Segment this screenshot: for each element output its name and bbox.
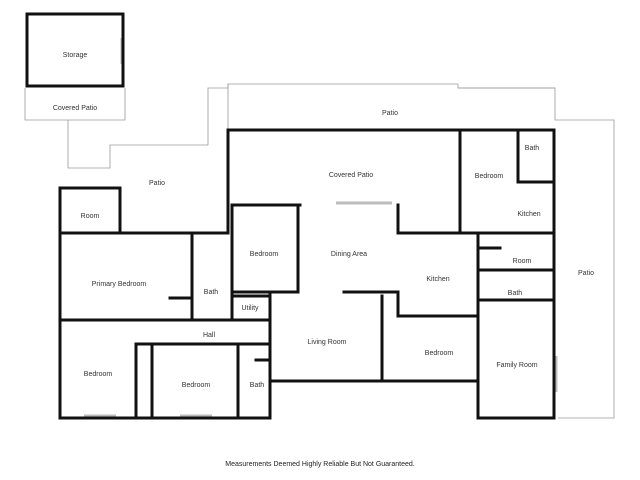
label-bedroom-mid-right: Bedroom <box>425 350 454 357</box>
room-labels: Storage Covered Patio Patio Patio Patio … <box>53 52 594 389</box>
label-bath-s: Bath <box>250 382 265 389</box>
label-kitchen-main: Kitchen <box>426 276 449 283</box>
label-bedroom-ne: Bedroom <box>475 173 504 180</box>
label-bedroom-s: Bedroom <box>182 382 211 389</box>
label-bedroom-sw: Bedroom <box>84 371 113 378</box>
label-utility: Utility <box>241 305 259 312</box>
label-dining-area: Dining Area <box>331 251 367 258</box>
label-family-room: Family Room <box>496 362 537 369</box>
label-bath-right: Bath <box>508 290 523 297</box>
disclaimer-text: Measurements Deemed Highly Reliable But … <box>225 461 415 468</box>
label-room-small-left: Room <box>81 213 100 220</box>
label-covered-patio-main: Covered Patio <box>329 172 373 179</box>
label-living-room: Living Room <box>308 339 347 346</box>
label-patio-right: Patio <box>578 270 594 277</box>
label-patio-top: Patio <box>382 110 398 117</box>
label-storage: Storage <box>63 52 88 59</box>
label-room-right: Room <box>513 258 532 265</box>
label-bath-primary: Bath <box>204 289 219 296</box>
label-patio-left: Patio <box>149 180 165 187</box>
walls <box>25 12 556 420</box>
label-kitchen-ne: Kitchen <box>517 211 540 218</box>
label-primary-bedroom: Primary Bedroom <box>92 281 147 288</box>
label-hall: Hall <box>203 332 216 339</box>
label-bedroom-center: Bedroom <box>250 251 279 258</box>
patio-outlines <box>24 83 615 419</box>
label-covered-patio-small: Covered Patio <box>53 105 97 112</box>
label-bath-ne: Bath <box>525 145 540 152</box>
